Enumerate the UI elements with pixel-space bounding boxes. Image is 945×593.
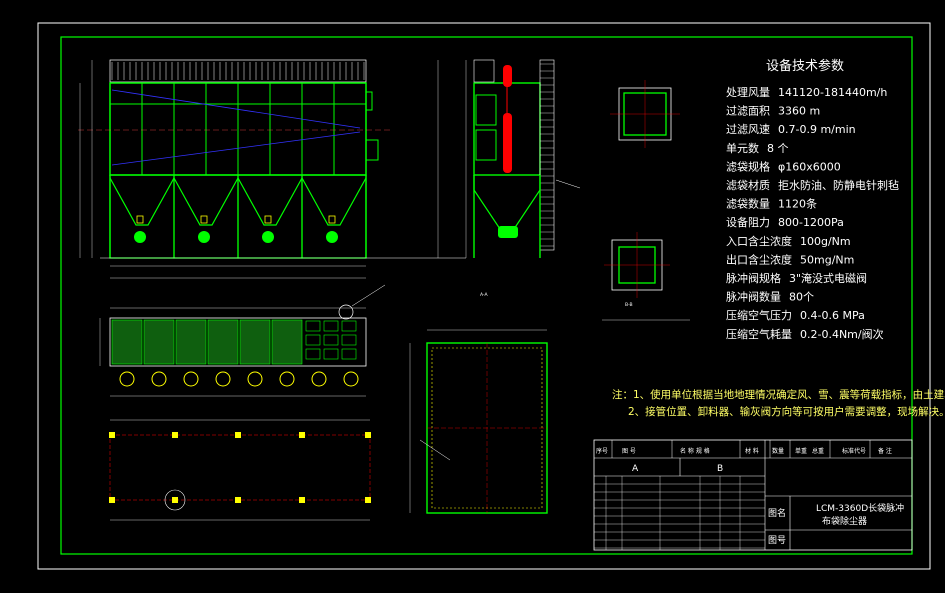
tb-header-cell: 序号	[596, 447, 608, 455]
tb-header-cell: 备 注	[878, 447, 892, 455]
spec-label: 单元数	[726, 142, 759, 155]
spec-label: 滤袋规格	[726, 159, 770, 173]
tb-header-cell: 单重	[795, 447, 807, 455]
tb-header-cell: 标准代号	[842, 447, 866, 455]
spec-value: 3"淹没式电磁阀	[789, 271, 867, 285]
tb-header-cell: 名 称 规 格	[680, 447, 710, 455]
drawing-name-1: LCM-3360D长袋脉冲	[816, 502, 904, 514]
detail-label: B-B	[625, 302, 633, 308]
spec-value: φ160x6000	[778, 160, 841, 173]
spec-label: 脉冲阀规格	[726, 271, 781, 285]
side-elevation	[437, 59, 581, 258]
spec-value: 1120条	[778, 197, 817, 211]
section-detail: A-A	[409, 292, 548, 514]
note-1: 注：1、使用单位根据当地地理情况确定风、雪、震等荷载指标，由土建单位考虑。	[612, 388, 945, 401]
spec-value: 3360 m	[778, 105, 820, 118]
title-block: 序号 图 号 名 称 规 格 材 料 数量 单重总重 标准代号 备 注 A B 图名 LCM-…	[593, 439, 913, 551]
spec-label: 设备阻力	[726, 215, 770, 229]
spec-label: 滤袋材质	[726, 178, 770, 192]
spec-label: 压缩空气压力	[726, 308, 792, 322]
spec-label: 过滤风速	[726, 123, 770, 136]
front-elevation	[78, 59, 466, 279]
drawing-no-label: 图号	[768, 535, 786, 546]
spec-value: 0.7-0.9 m/min	[778, 123, 856, 136]
spec-value: 0.2-0.4Nm/阀次	[800, 327, 884, 341]
spec-value: 141120-181440m/h	[778, 86, 887, 99]
drawing-name-label: 图名	[768, 507, 786, 519]
spec-value: 0.4-0.6 MPa	[800, 309, 865, 322]
spec-value: 50mg/Nm	[800, 253, 854, 266]
tb-header-cell: 材 料	[745, 447, 759, 455]
spec-label: 处理风量	[726, 86, 770, 99]
spec-label: 出口含尘浓度	[726, 252, 792, 266]
drawing-name-2: 布袋除尘器	[822, 515, 867, 527]
spec-list: 处理风量 141120-181440m/h 过滤面积 3360 m 过滤风速 0.7-0.…	[726, 86, 899, 341]
spec-value: 拒水防油、防静电针刺毡	[778, 178, 899, 192]
spec-label: 脉冲阀数量	[726, 290, 781, 304]
flange-detail-2: B-B	[602, 232, 690, 321]
plan-view	[99, 284, 386, 397]
spec-label: 过滤面积	[726, 105, 770, 118]
tb-header-cell: 图 号	[622, 448, 636, 455]
row-a: A	[632, 464, 639, 474]
flange-detail-1	[610, 80, 680, 148]
section-label: A-A	[480, 292, 489, 298]
tb-header-cell: 数量	[772, 447, 784, 455]
inner-frame	[60, 36, 913, 555]
note-2: 2、接管位置、卸料器、输灰阀方向等可按用户需要调整，现场解决。	[628, 405, 945, 418]
spec-value: 8 个	[767, 142, 789, 155]
tb-header-cell: 总重	[812, 447, 824, 455]
foundation-plan	[109, 419, 371, 521]
spec-label: 滤袋数量	[726, 197, 770, 211]
spec-label: 压缩空气耗量	[726, 327, 792, 341]
outer-border	[37, 22, 931, 570]
spec-title: 设备技术参数	[766, 58, 844, 74]
spec-value: 800-1200Pa	[778, 216, 844, 229]
spec-label: 入口含尘浓度	[726, 234, 792, 248]
row-b: B	[717, 464, 723, 474]
spec-value: 100g/Nm	[800, 235, 851, 248]
spec-value: 80个	[789, 291, 814, 304]
